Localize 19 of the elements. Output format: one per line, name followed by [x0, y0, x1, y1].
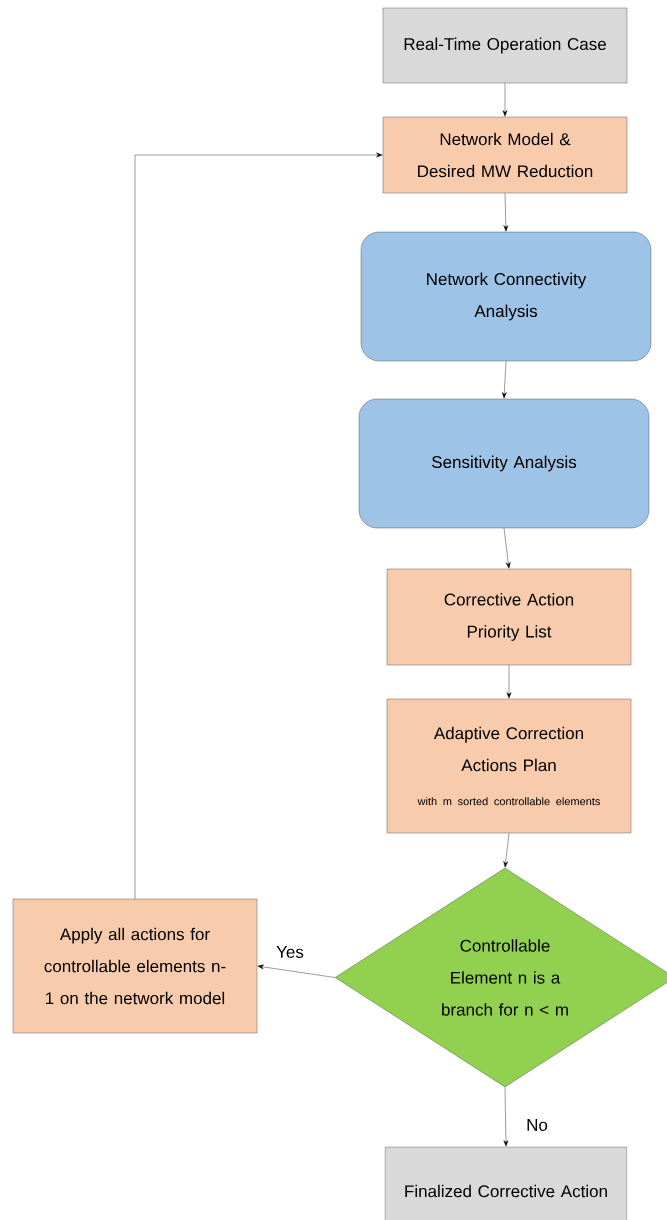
- edge-label: No: [525, 1118, 549, 1132]
- process-box: Corrective Action Priority List: [386, 568, 632, 666]
- process-box: Adaptive Correction Actions Plan with m sorted controllable elements: [386, 698, 632, 834]
- rounded-process-box: Sensitivity Analysis: [358, 398, 650, 529]
- process-box: Real-Time Operation Case: [382, 7, 628, 84]
- rounded-process-box: Network Connectivity Analysis: [360, 231, 652, 362]
- arrow: [502, 83, 508, 117]
- edge-label: Yes: [275, 945, 305, 959]
- arrow: [257, 964, 335, 978]
- arrow: [134, 152, 383, 899]
- arrow: [503, 528, 511, 569]
- process-box: Apply all actions for controllable elements n-1 on the network model: [12, 898, 258, 1034]
- arrow: [503, 1087, 509, 1147]
- process-box: Finalized Corrective Action: [384, 1146, 628, 1220]
- arrow: [501, 361, 507, 399]
- process-box: Network Model & Desired MW Reduction: [382, 116, 628, 194]
- arrow: [506, 665, 512, 699]
- arrow: [503, 833, 510, 868]
- arrow: [503, 193, 509, 232]
